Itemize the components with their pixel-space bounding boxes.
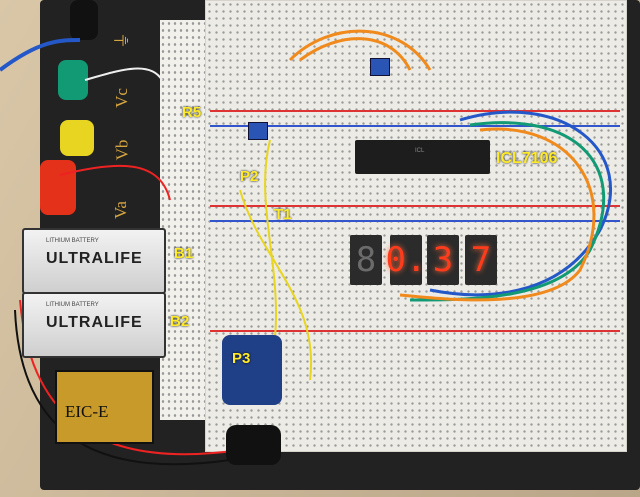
rail-line — [210, 205, 620, 207]
label-b2: B2 — [170, 313, 190, 330]
rail-line — [210, 125, 620, 127]
logo-text: EIC-E — [65, 402, 109, 421]
rail-line — [210, 330, 620, 332]
label-t1: T1 — [274, 206, 292, 223]
p3-potentiometer — [222, 335, 282, 405]
label-p2: P2 — [240, 168, 259, 185]
va-post — [40, 160, 76, 215]
battery-b2: LITHIUM BATTERY ULTRALIFE — [22, 292, 166, 358]
battery-brand: ULTRALIFE — [46, 250, 143, 267]
battery-type: LITHIUM BATTERY — [46, 302, 99, 308]
trimmer-pot — [370, 58, 390, 76]
battery-b1: LITHIUM BATTERY ULTRALIFE — [22, 228, 166, 294]
ground-post — [70, 0, 98, 40]
p3-knob — [226, 425, 281, 465]
label-icl7106: ICL7106 — [496, 150, 558, 167]
rail-line — [210, 110, 620, 112]
vb-post — [60, 120, 94, 156]
rail-line — [210, 220, 620, 222]
label-p3: P3 — [232, 350, 251, 367]
digit-3: 3 — [427, 235, 459, 285]
battery-type: LITHIUM BATTERY — [46, 238, 99, 244]
icl7106-chip: ICL — [355, 140, 490, 174]
power-rail-left — [160, 20, 205, 420]
p2-trimmer — [248, 122, 268, 140]
vc-post — [58, 60, 88, 100]
digit-1: 8 — [350, 235, 382, 285]
digit-2: 0. — [386, 235, 426, 285]
label-r5: R5 — [182, 104, 202, 121]
battery-brand: ULTRALIFE — [46, 314, 143, 331]
chip-marking: ICL — [415, 148, 425, 154]
digit-4: 7 — [465, 235, 497, 285]
label-b1: B1 — [174, 245, 194, 262]
eic-logo: EIC-E — [55, 370, 154, 444]
